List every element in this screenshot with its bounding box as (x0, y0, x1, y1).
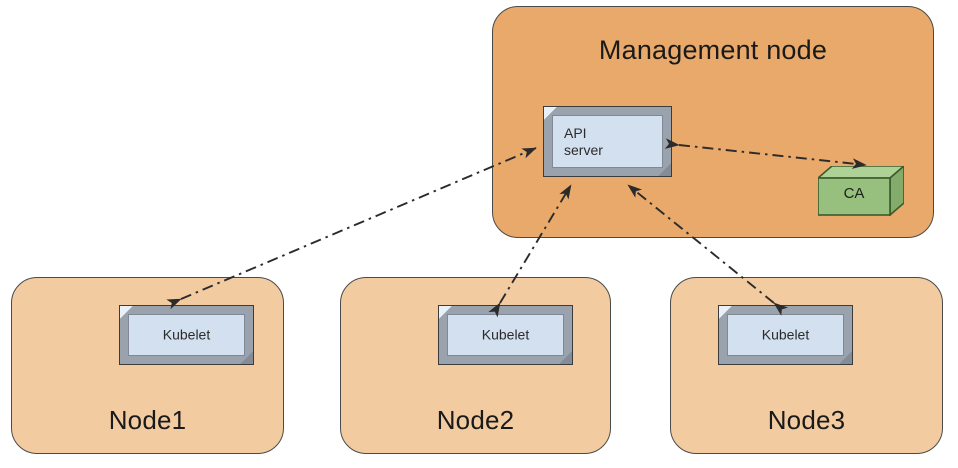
api-server-box: API server (543, 106, 672, 177)
kubelet-3-label: Kubelet (761, 326, 810, 343)
ca-box: CA (818, 166, 904, 216)
worker-node-1-container: Node1 (11, 277, 284, 454)
ca-cuboid-icon (818, 166, 904, 216)
api-server-label: API server (564, 124, 603, 158)
ca-label: CA (843, 185, 865, 202)
worker-node-2-label: Node2 (436, 405, 515, 435)
kubelet-box-node-1: Kubelet (119, 305, 254, 365)
kubelet-2-label: Kubelet (481, 326, 530, 343)
worker-node-2-container: Node2 (340, 277, 611, 454)
kubelet-box-node-3: Kubelet (718, 305, 853, 365)
worker-node-3-container: Node3 (670, 277, 943, 454)
kubelet-1-label: Kubelet (162, 326, 211, 343)
management-node-label: Management node (598, 35, 828, 65)
worker-node-3-label: Node3 (767, 405, 846, 435)
kubelet-box-node-2: Kubelet (438, 305, 573, 365)
worker-node-1-label: Node1 (108, 405, 187, 435)
